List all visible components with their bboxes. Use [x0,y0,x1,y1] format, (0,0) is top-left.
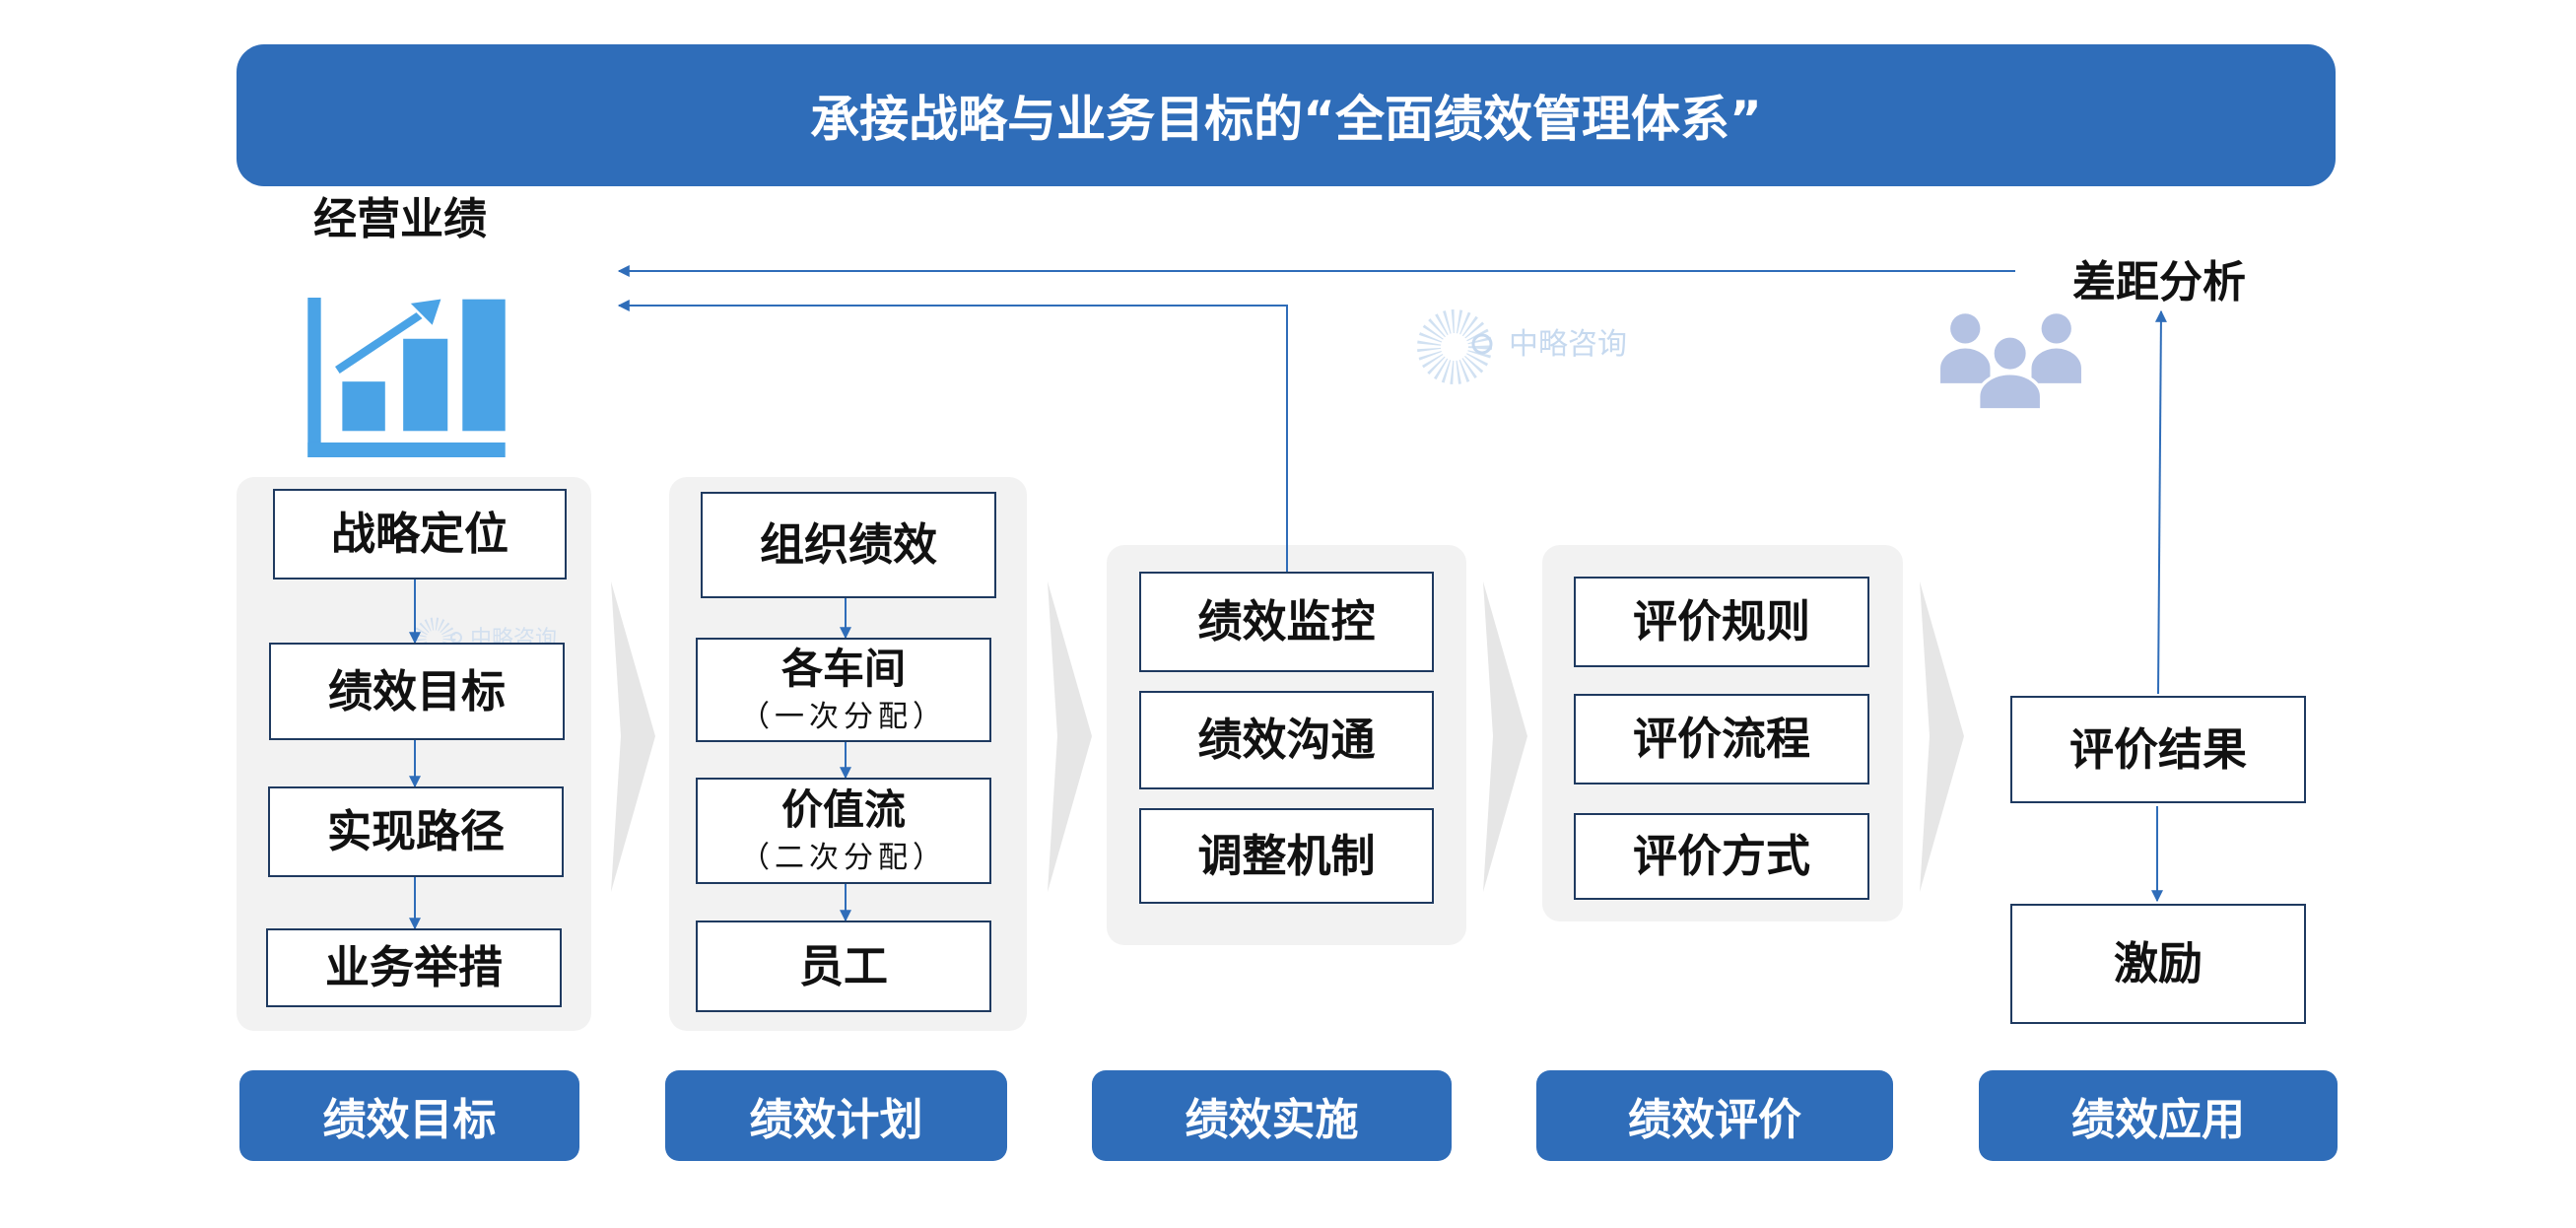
box-label: 员工 [798,939,888,992]
box-performance-communication: 绩效沟通 [1139,691,1434,789]
box-business-measures: 业务举措 [266,928,562,1007]
box-label: 价值流 [780,785,906,834]
stage-label-evaluation: 绩效评价 [1536,1070,1893,1161]
stage-label-application: 绩效应用 [1979,1070,2338,1161]
box-label: 激励 [2113,937,2203,990]
stage-label-text: 绩效应用 [2071,1095,2245,1145]
box-value-stream: 价值流 （二次分配） [696,778,991,884]
box-label: 评价规则 [1632,595,1810,648]
stage-label-text: 绩效计划 [749,1095,923,1145]
box-performance-monitoring: 绩效监控 [1139,572,1434,672]
box-implementation-path: 实现路径 [268,786,564,877]
box-performance-goals: 绩效目标 [269,643,565,740]
box-label: 绩效监控 [1197,595,1376,648]
gap-analysis-label: 差距分析 [2072,257,2246,307]
watermark-logo: 中略咨询 [1417,309,1627,384]
box-organizational-performance: 组织绩效 [701,492,996,598]
stage-label-text: 绩效目标 [322,1095,497,1145]
box-workshops: 各车间 （一次分配） [696,638,991,742]
box-label: 评价流程 [1632,713,1810,766]
stage-label-plan: 绩效计划 [665,1070,1007,1161]
box-incentive: 激励 [2010,904,2306,1024]
chevron-arrow-3 [1483,581,1527,892]
chart-growth-icon [307,298,506,457]
box-label: 组织绩效 [759,518,937,572]
watermark-text: 中略咨询 [1509,327,1627,362]
box-sublabel: （二次分配） [740,840,947,875]
box-evaluation-method: 评价方式 [1574,813,1869,900]
business-performance-label: 经营业绩 [313,194,487,244]
chevron-arrow-2 [1048,581,1092,892]
stage-label-goals: 绩效目标 [239,1070,579,1161]
box-label: 评价结果 [2068,722,2247,776]
box-sublabel: （一次分配） [740,699,947,734]
box-employees: 员工 [696,921,991,1012]
box-evaluation-process: 评价流程 [1574,694,1869,785]
box-label: 调整机制 [1197,829,1376,882]
stage-label-text: 绩效评价 [1628,1095,1801,1145]
chevron-arrow-4 [1920,581,1964,892]
box-label: 绩效沟通 [1197,714,1376,767]
connector-arrow-result-to-gap [2154,309,2167,695]
page-title: 承接战略与业务目标的“全面绩效管理体系” [810,91,1762,148]
box-label: 战略定位 [330,508,508,561]
box-evaluation-rules: 评价规则 [1574,577,1869,667]
box-label: 绩效目标 [327,664,506,717]
chevron-arrow-1 [611,581,655,892]
box-strategic-positioning: 战略定位 [273,489,567,580]
box-label: 各车间 [780,644,906,693]
people-group-icon [1940,313,2081,410]
box-label: 评价方式 [1632,830,1810,883]
title-banner: 承接战略与业务目标的“全面绩效管理体系” [237,44,2336,186]
box-evaluation-result: 评价结果 [2010,696,2306,803]
box-adjustment-mechanism: 调整机制 [1139,808,1434,904]
stage-label-text: 绩效实施 [1185,1095,1359,1145]
box-label: 业务举措 [324,941,503,994]
box-label: 实现路径 [326,805,505,858]
stage-label-implementation: 绩效实施 [1092,1070,1452,1161]
